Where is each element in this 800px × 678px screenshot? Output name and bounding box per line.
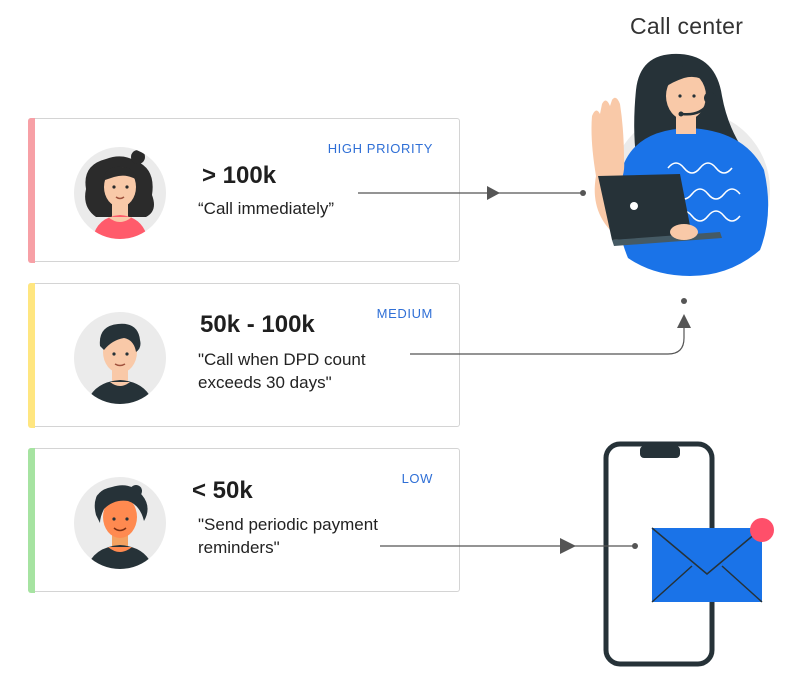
priority-stripe-low — [28, 447, 35, 593]
action-text: "Send periodic payment reminders" — [198, 515, 378, 557]
amount-threshold: 50k - 100k — [200, 311, 315, 338]
connector-high — [358, 186, 586, 200]
amount-threshold: > 100k — [202, 162, 277, 189]
tier-card-medium: MEDIUM 50k - 100k "Call when DPD count e… — [28, 282, 460, 428]
envelope-icon — [651, 527, 763, 603]
priority-stripe-medium — [28, 282, 35, 428]
tier-card-high: HIGH PRIORITY > 100k “Call immediately” — [28, 117, 460, 263]
amount-threshold: < 50k — [192, 477, 253, 504]
action-text: “Call immediately” — [198, 199, 335, 218]
call-center-agent-icon — [591, 53, 770, 276]
call-center-title: Call center — [630, 13, 744, 39]
tier-card-low: LOW < 50k "Send periodic payment reminde… — [28, 447, 460, 593]
woman-avatar-icon — [74, 147, 166, 239]
priority-stripe-high — [28, 117, 35, 263]
connector-low — [380, 538, 638, 554]
action-text: "Call when DPD count exceeds 30 days" — [198, 350, 366, 392]
priority-label: HIGH PRIORITY — [327, 141, 433, 156]
notification-dot-icon — [750, 518, 774, 542]
man-avatar-icon — [74, 312, 166, 404]
connector-medium — [410, 298, 691, 355]
priority-label: LOW — [401, 471, 433, 486]
curly-hair-man-avatar-icon — [74, 477, 166, 569]
priority-label: MEDIUM — [376, 306, 433, 321]
